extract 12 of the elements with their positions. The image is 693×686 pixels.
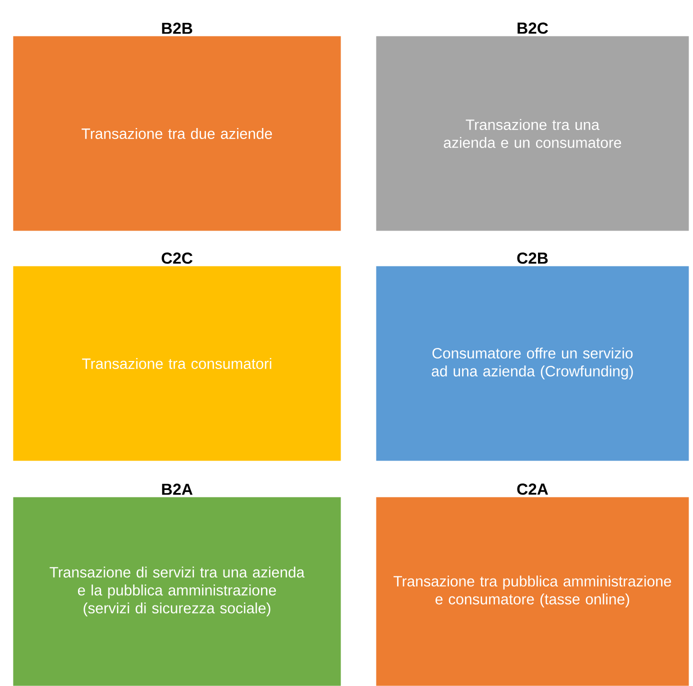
heading: C2C: [162, 252, 192, 264]
heading: B2C: [518, 22, 548, 34]
heading: B2B: [162, 22, 192, 34]
card: Transazione di servizi tra una azienda e la pubblica amministrazione (servizi di sicurezza sociale): [12, 496, 342, 686]
card: Transazione tra consumatori: [12, 266, 342, 462]
card: Consumatore offre un servizio ad una azienda (Crowfunding): [376, 266, 690, 462]
heading: C2A: [517, 484, 548, 495]
card: Transazione tra una azienda e un consumatore: [376, 36, 690, 232]
card: Transazione tra due aziende: [12, 36, 342, 232]
heading: C2B: [517, 252, 548, 264]
card: Transazione tra pubblica amministrazione e consumatore (tasse online): [376, 496, 690, 686]
heading: B2A: [162, 484, 193, 495]
